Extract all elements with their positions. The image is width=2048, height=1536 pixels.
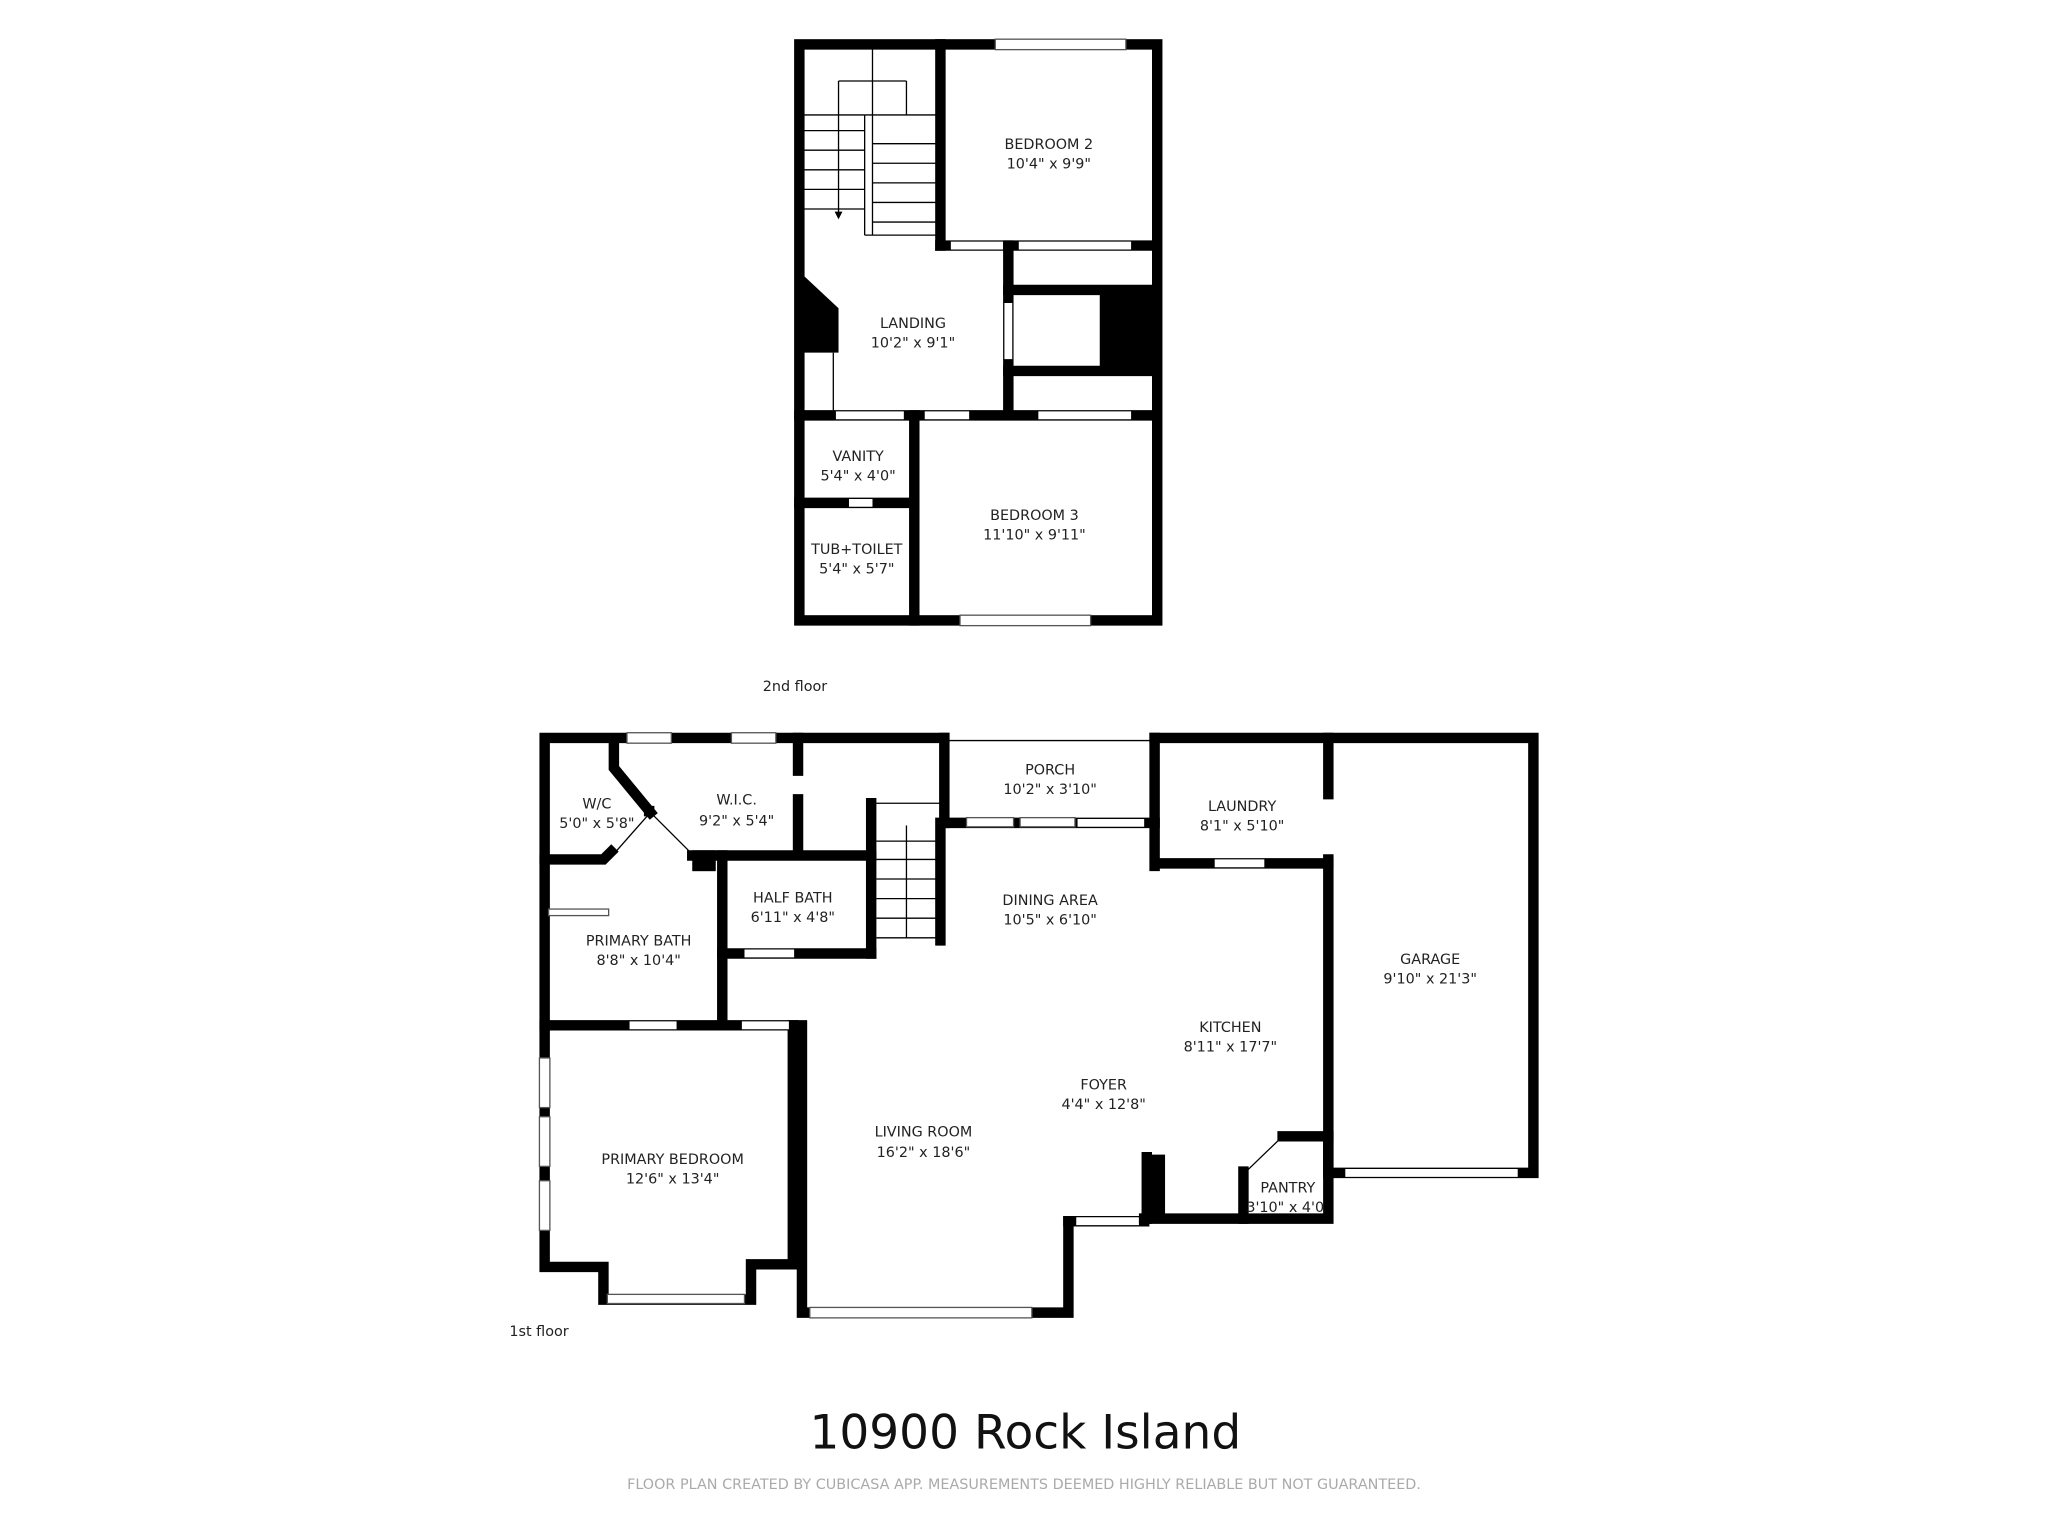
room-dims: 10'4" x 9'9"	[1007, 156, 1091, 172]
staircase	[876, 825, 938, 939]
room-name: PRIMARY BEDROOM	[601, 1152, 743, 1168]
room-dims: 4'4" x 12'8"	[1061, 1097, 1145, 1113]
room-name: KITCHEN	[1199, 1020, 1261, 1036]
room-name: LIVING ROOM	[875, 1124, 973, 1140]
second-floor-plan: BEDROOM 2 10'4" x 9'9" LANDING 10'2" x 9…	[794, 38, 1163, 627]
room-name: DINING AREA	[1002, 893, 1098, 909]
room-name: PRIMARY BATH	[586, 934, 692, 950]
room-name: FOYER	[1080, 1077, 1127, 1093]
room-name: PANTRY	[1260, 1180, 1315, 1196]
floor-label-first: 1st floor	[509, 1324, 568, 1340]
room-name: VANITY	[832, 449, 883, 465]
property-title: 10900 Rock Island	[809, 1405, 1241, 1460]
room-name: TUB+TOILET	[810, 542, 903, 558]
room-dims: 9'2" x 5'4"	[699, 813, 774, 829]
room-dims: 6'11" x 4'8"	[751, 910, 835, 926]
room-name: BEDROOM 2	[1004, 137, 1093, 153]
room-dims: 10'2" x 9'1"	[871, 335, 955, 351]
room-dims: 5'4" x 4'0"	[820, 469, 895, 485]
room-dims: 9'10" x 21'3"	[1383, 972, 1477, 988]
room-name: BEDROOM 3	[990, 508, 1079, 524]
room-name: W.I.C.	[716, 793, 757, 809]
room-name: HALF BATH	[753, 891, 833, 907]
room-name: PORCH	[1025, 763, 1075, 779]
room-dims: 16'2" x 18'6"	[877, 1145, 971, 1161]
room-name: LANDING	[880, 316, 946, 332]
room-dims: 8'11" x 17'7"	[1184, 1039, 1278, 1055]
room-name: GARAGE	[1400, 952, 1460, 968]
room-dims: 10'5" x 6'10"	[1003, 913, 1097, 929]
room-name: W/C	[582, 796, 611, 812]
floor-label-second: 2nd floor	[763, 679, 828, 695]
staircase	[803, 44, 941, 236]
room-dims: 11'10" x 9'11"	[983, 527, 1086, 543]
room-dims: 8'8" x 10'4"	[596, 953, 680, 969]
room-dims: 8'1" x 5'10"	[1200, 819, 1284, 835]
first-floor-plan: W/C 5'0" x 5'8" W.I.C. 9'2" x 5'4" PORCH…	[538, 732, 1539, 1319]
room-dims: 3'10" x 4'0	[1246, 1200, 1324, 1216]
room-name: LAUNDRY	[1208, 799, 1277, 815]
room-dims: 5'0" x 5'8"	[559, 816, 634, 832]
disclaimer-footer: FLOOR PLAN CREATED BY CUBICASA APP. MEAS…	[627, 1477, 1421, 1493]
room-dims: 12'6" x 13'4"	[626, 1171, 720, 1187]
room-dims: 10'2" x 3'10"	[1003, 782, 1097, 798]
room-dims: 5'4" x 5'7"	[819, 561, 894, 577]
